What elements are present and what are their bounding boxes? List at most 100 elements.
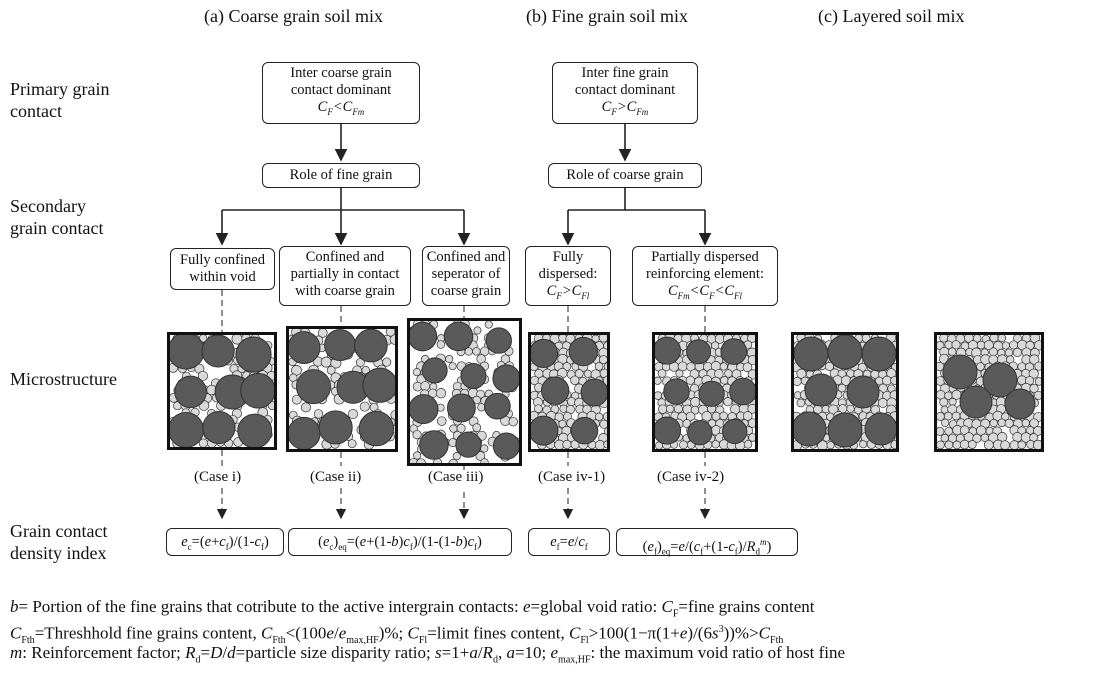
fine-grain xyxy=(583,369,592,378)
footnote-line-3-part1: : Reinforcement factor; xyxy=(22,643,186,662)
secondary-box-case-iv1-line2: dispersed: xyxy=(538,266,598,282)
fine-grain xyxy=(500,354,511,364)
fine-grain xyxy=(792,376,802,386)
fine-grain xyxy=(719,411,728,421)
coarse-grain xyxy=(827,412,863,448)
fine-grain xyxy=(574,369,584,379)
fine-grain xyxy=(711,440,720,449)
coarse-grain xyxy=(407,321,438,352)
coarse-grain xyxy=(793,336,829,372)
coarse-grain xyxy=(568,336,599,367)
coarse-grain xyxy=(804,373,838,407)
coarse-grain xyxy=(484,392,511,420)
fine-grain xyxy=(313,409,324,419)
fine-grain xyxy=(449,424,458,433)
fine-grain xyxy=(685,375,695,385)
footnote-line-2-part2: =limit fines content, xyxy=(427,623,570,643)
coarse-grain xyxy=(652,336,682,365)
microstructure-case-i xyxy=(167,332,277,450)
coarse-grain xyxy=(722,418,748,445)
coarse-grain xyxy=(443,321,474,352)
coarse-grain xyxy=(846,375,880,409)
primary-box-coarse-line2: contact dominant xyxy=(290,82,392,98)
panel-frame xyxy=(528,332,610,452)
fine-grain xyxy=(679,440,688,450)
fine-grain xyxy=(1001,412,1010,421)
coarse-grain xyxy=(235,336,272,373)
panel-frame xyxy=(167,332,277,450)
fine-grain xyxy=(1001,341,1010,350)
fine-grain xyxy=(347,408,359,420)
fine-grain xyxy=(690,396,701,408)
fine-grain xyxy=(665,404,675,414)
fine-grain xyxy=(599,419,609,429)
row-label-primary: Primary grain contact xyxy=(10,78,109,122)
equation-case-iv2: (ef)eq=e/(cf+(1-cf)/Rdm) xyxy=(616,528,798,557)
primary-box-coarse: Inter coarse grain contact dominant CF<C… xyxy=(262,62,420,124)
coarse-grain xyxy=(446,393,476,423)
equation-case-iv1: ef=e/cf xyxy=(528,528,610,556)
fine-grain xyxy=(846,404,855,413)
secondary-box-case-i-line2: within void xyxy=(189,269,256,285)
secondary-box-case-iv2-line2: reinforcing element: xyxy=(646,266,764,282)
row-label-gcdi-line2: density index xyxy=(10,543,107,563)
coarse-grain xyxy=(528,338,559,368)
fine-grain xyxy=(435,388,447,399)
footnote-line-1-part2: =global void ratio: xyxy=(530,597,662,616)
secondary-box-case-iv1-line1: Fully xyxy=(552,249,584,265)
panel-frame xyxy=(652,332,758,452)
fine-grain xyxy=(935,426,945,436)
coarse-grain xyxy=(354,328,388,363)
fine-grain xyxy=(1004,348,1014,357)
fine-grain xyxy=(347,439,357,449)
fine-grain xyxy=(796,398,806,408)
primary-box-coarse-formula: CF<CFm xyxy=(317,99,365,117)
fine-grain xyxy=(939,397,949,407)
coarse-grain xyxy=(324,329,357,362)
fine-grain xyxy=(826,441,835,450)
fine-grain xyxy=(983,439,994,450)
primary-box-fine: Inter fine grain contact dominant CF>CFm xyxy=(552,62,698,124)
row-label-gcdi: Grain contact density index xyxy=(10,520,107,564)
footnote-line-1: b= Portion of the fine grains that cotri… xyxy=(10,597,815,620)
coarse-grain xyxy=(686,339,712,365)
fine-grain xyxy=(1009,340,1019,350)
fine-grain xyxy=(594,362,604,371)
coarse-grain xyxy=(827,334,863,370)
fine-grain xyxy=(959,439,970,450)
primary-box-coarse-line1: Inter coarse grain xyxy=(290,65,392,81)
coarse-grain xyxy=(528,415,559,446)
fine-grain xyxy=(1029,383,1039,394)
secondary-box-case-ii-line1: Confined and xyxy=(305,249,385,265)
fine-grain xyxy=(952,440,962,450)
fine-grain xyxy=(657,369,667,378)
fine-grain xyxy=(412,430,422,440)
row-label-secondary-line2: grain contact xyxy=(10,218,104,238)
coarse-grain xyxy=(460,362,487,390)
fine-grain xyxy=(837,383,847,393)
coarse-grain xyxy=(485,327,512,354)
column-title-fine: (b) Fine grain soil mix xyxy=(526,6,688,26)
panel-frame xyxy=(934,332,1044,452)
primary-box-fine-formula: CF>CFm xyxy=(601,99,649,117)
fine-grain xyxy=(594,440,606,451)
coarse-grain xyxy=(861,336,897,372)
secondary-box-case-ii-line2: partially in contact xyxy=(290,266,400,282)
role-box-fine: Role of coarse grain xyxy=(548,163,702,188)
fine-grain xyxy=(1029,418,1039,429)
fine-grain xyxy=(1028,368,1039,379)
coarse-grain xyxy=(942,354,978,390)
coarse-grain xyxy=(318,410,353,445)
fine-grain xyxy=(877,397,888,408)
coarse-grain xyxy=(240,372,276,409)
coarse-grain xyxy=(720,338,748,365)
coarse-grain xyxy=(864,412,898,446)
fine-grain xyxy=(951,340,961,350)
row-label-primary-line1: Primary grain xyxy=(10,79,110,99)
fine-grain xyxy=(197,370,208,381)
case-label-iv2: (Case iv-2) xyxy=(657,469,725,485)
fine-grain xyxy=(533,404,543,414)
coarse-grain xyxy=(982,362,1018,398)
microstructure-layered-2 xyxy=(934,332,1044,452)
microstructure-case-iv1 xyxy=(528,332,610,452)
